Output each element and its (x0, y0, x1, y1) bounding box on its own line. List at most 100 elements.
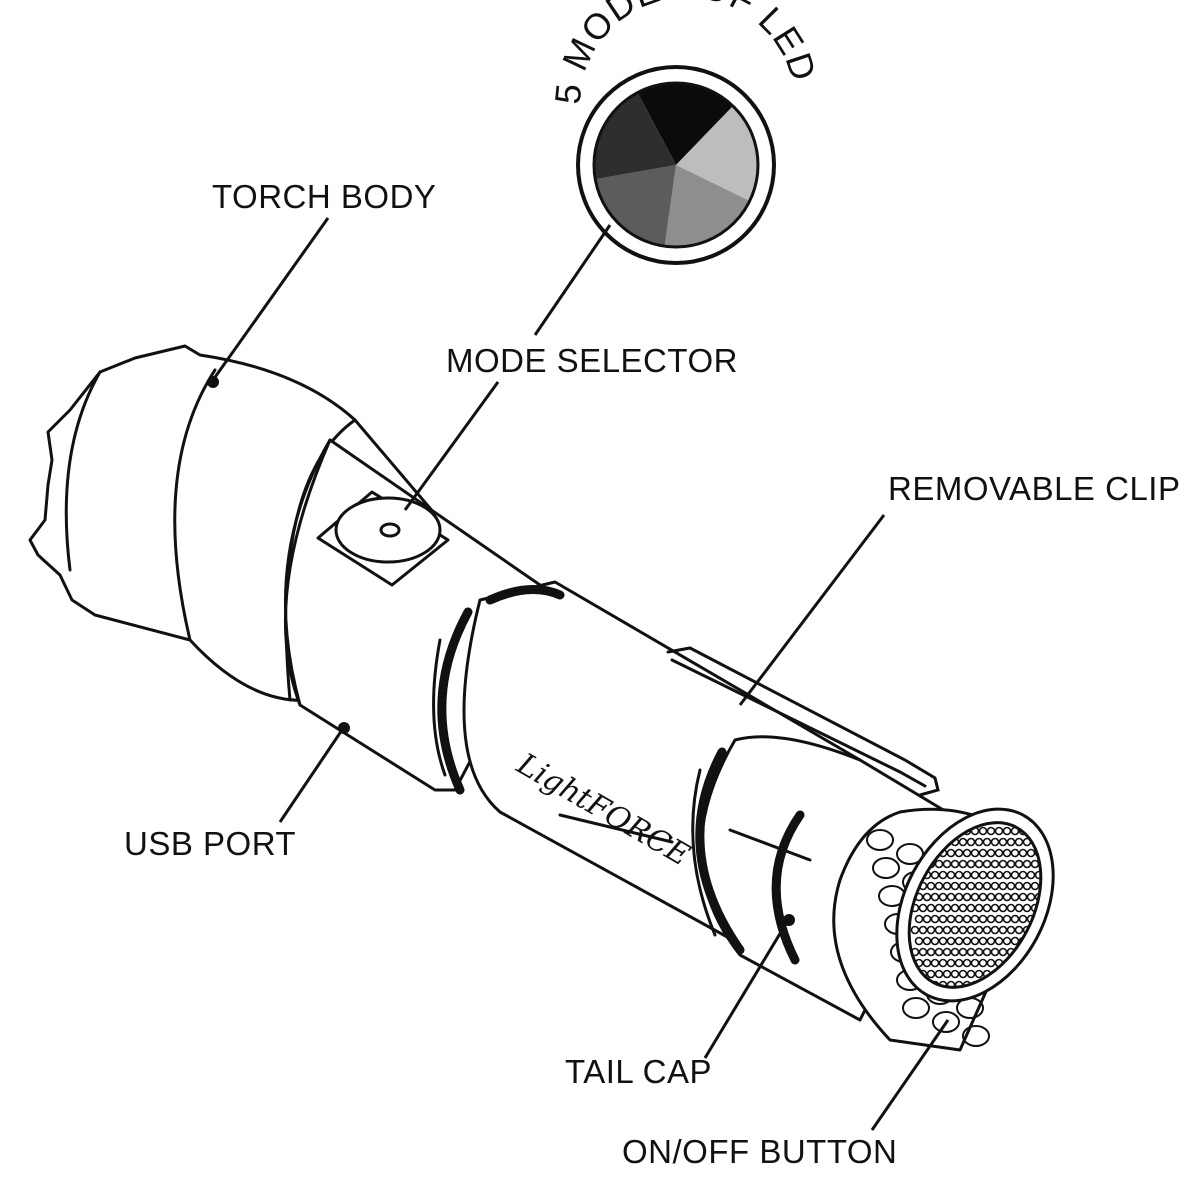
button-texture-dot (1026, 980, 1036, 990)
button-texture-dot (990, 903, 1000, 913)
button-texture-dot (966, 947, 976, 957)
led-mode-segment (594, 165, 676, 247)
button-texture-dot (1018, 914, 1028, 924)
button-texture-dot (934, 947, 944, 957)
button-texture-dot (938, 892, 948, 902)
button-texture-dot (1002, 826, 1012, 836)
button-texture-dot (1006, 837, 1016, 847)
knurl-cell (872, 857, 900, 879)
button-texture-dot (954, 870, 964, 880)
button-texture-dot (922, 892, 932, 902)
button-texture-dot (978, 958, 988, 968)
button-texture-dot (1026, 848, 1036, 858)
button-texture-dot (990, 837, 1000, 847)
button-texture-dot (1030, 969, 1040, 979)
removable-clip[interactable] (666, 646, 940, 797)
button-texture-dot (938, 870, 948, 880)
button-texture-dot (982, 859, 992, 869)
mode-selector-button[interactable] (316, 490, 450, 587)
button-texture-dot (1026, 958, 1036, 968)
label-mode-selector: MODE SELECTOR (446, 342, 738, 379)
button-texture-dot (994, 870, 1004, 880)
button-texture-dot (1014, 969, 1024, 979)
leader-lines (207, 217, 950, 1131)
button-texture-dot (1018, 870, 1028, 880)
button-texture-dot (1010, 826, 1020, 836)
button-texture-dot (926, 925, 936, 935)
button-texture-dot (958, 859, 968, 869)
button-texture-dot (922, 914, 932, 924)
button-texture-dot (998, 925, 1008, 935)
button-texture-dot (930, 936, 940, 946)
knurl-cell (932, 1011, 960, 1033)
tail-cap-edge (691, 768, 717, 937)
button-texture-dot (962, 848, 972, 858)
button-texture-dot (998, 837, 1008, 847)
button-texture-dot (1022, 969, 1032, 979)
button-texture-dot (926, 881, 936, 891)
button-texture-dot (962, 958, 972, 968)
button-texture-dot (942, 947, 952, 957)
button-texture-dot (934, 925, 944, 935)
button-texture-dot (994, 892, 1004, 902)
button-texture-dot (994, 848, 1004, 858)
button-texture-dot (914, 958, 924, 968)
button-texture-dot (986, 848, 996, 858)
button-texture-dot (978, 848, 988, 858)
button-texture-dot (934, 881, 944, 891)
button-texture-dot (998, 859, 1008, 869)
button-texture-dot (954, 936, 964, 946)
selector-center-dot (379, 522, 401, 538)
button-texture-dot (922, 936, 932, 946)
button-texture-dot (970, 936, 980, 946)
button-texture-dot (958, 969, 968, 979)
button-texture-dot (978, 914, 988, 924)
button-texture-dot (1022, 881, 1032, 891)
button-texture-dot (970, 892, 980, 902)
button-texture-dot (938, 958, 948, 968)
label-tail-cap: TAIL CAP (565, 1053, 712, 1090)
button-texture-dot (926, 903, 936, 913)
button-texture-dot (962, 936, 972, 946)
button-texture-dot (1022, 837, 1032, 847)
button-texture-dot (1002, 980, 1012, 990)
button-texture-dot (966, 903, 976, 913)
button-texture-dot (1030, 859, 1040, 869)
button-texture-dot (990, 947, 1000, 957)
button-texture-dot (978, 936, 988, 946)
button-texture-dot (1018, 848, 1028, 858)
button-texture-dot (918, 947, 928, 957)
button-texture-dot (962, 914, 972, 924)
button-texture-dot (1014, 859, 1024, 869)
button-texture-dot (958, 903, 968, 913)
head-ring-line (173, 368, 217, 642)
tail-cap-ring-1 (695, 747, 745, 955)
callout-labels: TORCH BODY MODE SELECTOR REMOVABLE CLIP … (124, 178, 1180, 1170)
button-texture-dot (1010, 848, 1020, 858)
button-texture-dot (954, 848, 964, 858)
button-texture-dot (946, 870, 956, 880)
button-texture-dot (982, 881, 992, 891)
button-texture-dot (958, 925, 968, 935)
button-texture-dot (914, 892, 924, 902)
tube-front-edge (283, 438, 332, 707)
button-texture-dot (946, 914, 956, 924)
button-texture-dot (910, 925, 920, 935)
on-off-button[interactable] (865, 782, 1084, 1028)
button-texture-dot (966, 881, 976, 891)
button-texture-dot (1010, 870, 1020, 880)
button-texture-dot (1030, 881, 1040, 891)
button-texture-dot (926, 969, 936, 979)
button-texture-dot (1014, 903, 1024, 913)
knurl-cell (902, 997, 930, 1019)
led-mode-segment (676, 100, 758, 205)
button-texture-dot (930, 870, 940, 880)
head-bezel-edge (64, 370, 102, 572)
label-torch-body: TORCH BODY (212, 178, 436, 215)
button-texture-dot (986, 958, 996, 968)
button-texture-dot (934, 903, 944, 913)
button-texture-dot (938, 914, 948, 924)
button-texture-dot (946, 848, 956, 858)
button-texture-dot (1018, 980, 1028, 990)
clip-foot-line (728, 828, 812, 862)
